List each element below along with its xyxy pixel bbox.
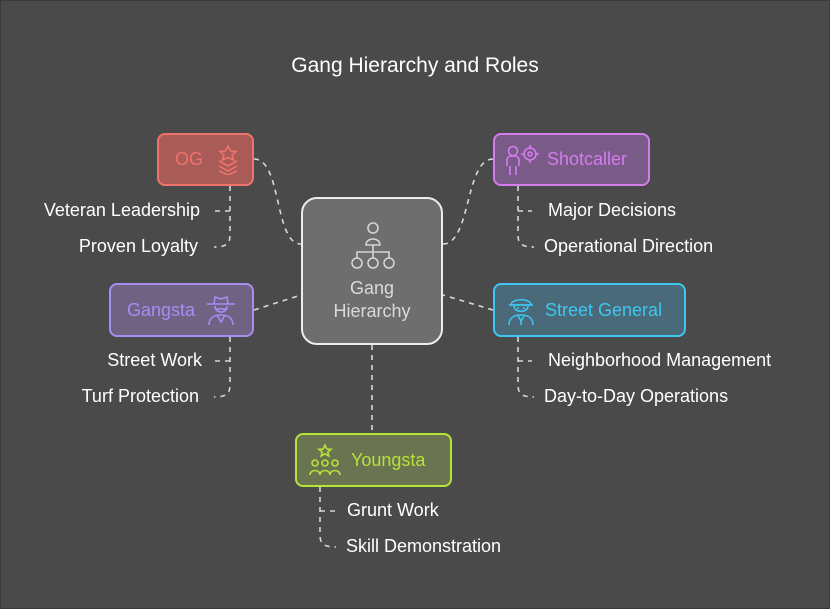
youngsta-item-skill-demonstration: Skill Demonstration [346, 536, 502, 556]
street-general-label: Street General [545, 299, 663, 320]
street-general-item-neighborhood-management: Neighborhood Management [548, 350, 772, 370]
center-label-line2: Hierarchy [333, 301, 411, 321]
gangsta-item-street-work: Street Work [107, 350, 202, 370]
shotcaller-label: Shotcaller [547, 149, 628, 169]
person-target-icon [506, 144, 539, 175]
og-label: OG [175, 149, 204, 169]
group-star-icon [309, 444, 341, 476]
gangsta-label: Gangsta [127, 299, 196, 320]
og-item-proven-loyalty: Proven Loyalty [78, 236, 198, 256]
center-label-line1: Gang [349, 278, 395, 298]
node-gangsta: Gangsta [109, 283, 254, 337]
street-general-item-day-to-day-operations: Day-to-Day Operations [544, 386, 729, 406]
diagram-title: Gang Hierarchy and Roles [291, 54, 539, 77]
og-item-veteran-leadership: Veteran Leadership [43, 200, 200, 220]
node-youngsta: Youngsta [295, 433, 452, 487]
node-shotcaller: Shotcaller [493, 133, 650, 186]
center-node-gang-hierarchy: Gang Hierarchy [301, 197, 443, 345]
shotcaller-item-operational-direction: Operational Direction [544, 236, 714, 256]
rank-chevrons-icon [218, 144, 238, 175]
youngsta-label: Youngsta [351, 449, 426, 470]
node-street-general: Street General [493, 283, 686, 337]
node-og: OG [157, 133, 254, 186]
hierarchy-icon [351, 222, 395, 269]
gangsta-item-turf-protection: Turf Protection [81, 386, 199, 406]
gangster-hat-icon [207, 295, 236, 326]
youngsta-item-grunt-work: Grunt Work [347, 500, 439, 520]
shotcaller-item-major-decisions: Major Decisions [548, 200, 677, 220]
soldier-icon [508, 298, 534, 326]
